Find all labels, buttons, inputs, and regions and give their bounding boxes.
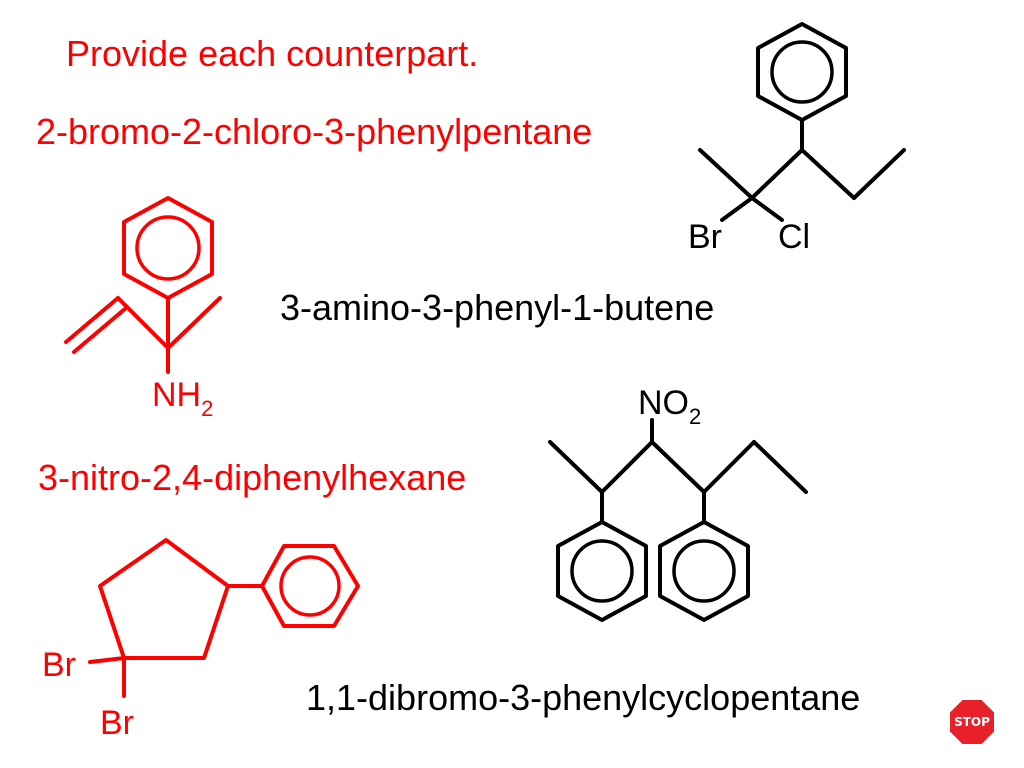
aromatic-circle [135,215,201,281]
atom-label-cl: Cl [778,218,811,256]
double-bond [72,306,128,354]
name-bromo-chloro-phenylpentane: 2-bromo-2-chloro-3-phenylpentane [36,111,593,152]
bond [698,148,754,200]
benzene-ring [260,544,360,628]
name-nitro-diphenylhexane: 3-nitro-2,4-diphenylhexane [38,457,467,498]
bond [650,440,706,494]
structure-bromo-chloro-phenylpentane [698,22,906,222]
atom-label-no-subscript: 2 [689,404,702,429]
bond [600,440,654,494]
bond [852,148,906,200]
name-amino-phenyl-butene: 3-amino-3-phenyl-1-butene [280,287,715,328]
bond [750,148,804,200]
bond [800,148,856,200]
atom-label-br-bottom: Br [100,704,134,742]
cyclopentane-ring [98,538,230,660]
atom-label-nh-subscript: 2 [201,396,214,421]
page-title: Provide each counterpart. [66,33,479,74]
atom-label-nh: NH [152,376,202,414]
atom-label-nh2: NH2 [152,376,213,420]
stop-button[interactable]: STOP [948,698,996,746]
aromatic-circle [570,539,634,603]
name-dibromo-phenylcyclopentane: 1,1-dibromo-3-phenylcyclopentane [306,677,861,718]
structure-dibromo-phenylcyclopentane [88,538,360,698]
atom-label-br: Br [688,218,722,256]
aromatic-circle [279,555,341,617]
stop-sign-icon [948,698,996,746]
aromatic-circle [770,40,834,104]
aromatic-circle [672,539,736,603]
atom-label-br-left: Br [42,646,76,684]
bond [548,440,604,494]
bond [166,296,222,350]
atom-label-no2: NO2 [638,384,701,428]
bond [116,296,170,350]
benzene-ring [556,520,648,622]
bond [720,196,754,222]
bond [88,656,126,664]
bond [702,440,756,494]
atom-label-no: NO [638,384,689,422]
structure-amino-phenyl-butene [64,196,222,374]
double-bond [64,296,120,344]
benzene-ring [658,520,750,622]
structure-nitro-diphenylhexane [548,418,808,622]
bond [750,196,784,222]
bond [752,440,808,494]
